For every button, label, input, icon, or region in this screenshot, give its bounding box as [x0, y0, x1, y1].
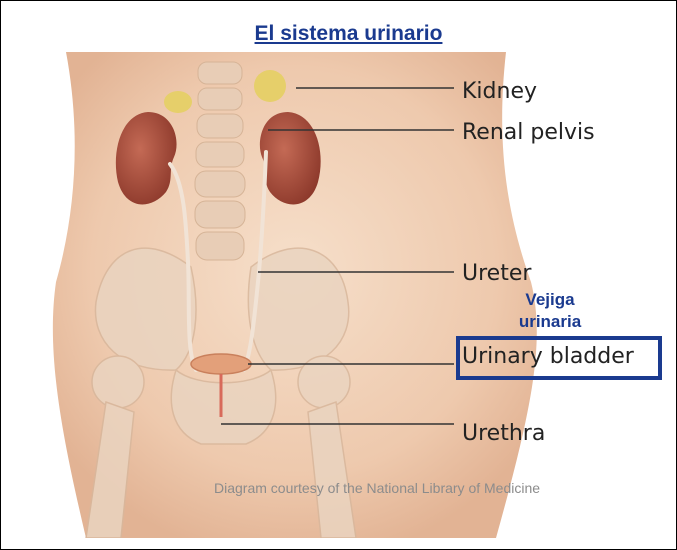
- label-ureter: Ureter: [462, 261, 531, 286]
- label-urinary-bladder: Urinary bladder: [462, 344, 634, 369]
- label-kidney: Kidney: [462, 79, 537, 104]
- spanish-label-line1: Vejiga: [505, 289, 595, 311]
- bladder: [191, 354, 251, 374]
- spanish-label-line2: urinaria: [505, 311, 595, 333]
- right-adrenal-gland: [254, 70, 286, 102]
- diagram-title: El sistema urinario: [0, 22, 677, 46]
- spanish-label-bladder: Vejiga urinaria: [505, 289, 595, 333]
- diagram-credit: Diagram courtesy of the National Library…: [214, 480, 540, 496]
- label-urethra: Urethra: [462, 421, 545, 446]
- left-adrenal-gland: [164, 91, 192, 113]
- label-renal-pelvis: Renal pelvis: [462, 120, 595, 145]
